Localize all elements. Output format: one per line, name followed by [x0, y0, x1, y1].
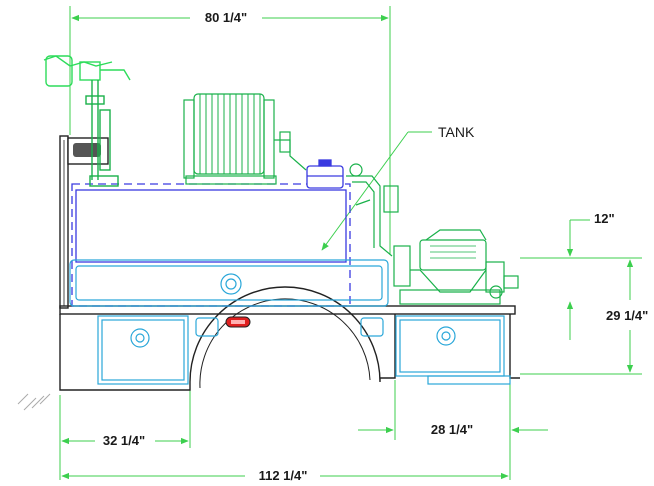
dim-right-offset: 28 1/4"	[358, 422, 548, 437]
flatbed-deck	[59, 305, 516, 315]
toolbox-upper-frame	[69, 259, 389, 307]
step-brackets	[195, 317, 384, 337]
pump-plumbing	[346, 163, 411, 287]
dim-top-width-label: 80 1/4"	[205, 10, 247, 25]
extension-lines	[59, 6, 642, 480]
side-toolbox-upper	[69, 259, 389, 307]
dim-overall-length-label: 112 1/4"	[259, 468, 308, 483]
lower-frame	[59, 286, 396, 391]
tank-outline-dashed	[71, 183, 351, 307]
tail-light	[225, 316, 251, 328]
dim-height-right-label: 29 1/4"	[606, 308, 648, 323]
dim-right-offset-label: 28 1/4"	[431, 422, 473, 437]
toolbox-right-latch	[436, 326, 456, 346]
spray-nozzle	[43, 55, 131, 187]
toolbox-right-frame	[395, 315, 505, 377]
engine-pump	[399, 229, 519, 305]
hose-reel	[183, 93, 307, 185]
truck-body	[59, 135, 520, 391]
water-tank	[71, 159, 351, 307]
dim-left-offset-label: 32 1/4"	[103, 433, 145, 448]
underbody-toolbox-right	[395, 315, 511, 385]
dim-clearance: 12"	[566, 211, 615, 340]
dim-left-offset: 32 1/4"	[61, 433, 189, 448]
dim-top-width: 80 1/4"	[71, 10, 389, 25]
dim-height-right: 29 1/4"	[606, 259, 648, 373]
dim-overall-length: 112 1/4"	[61, 468, 509, 483]
front-marker	[67, 137, 109, 165]
tank-callout: TANK	[321, 124, 475, 251]
dim-clearance-label: 12"	[594, 211, 615, 226]
headache-rack	[59, 135, 69, 309]
underbody-toolbox-left	[97, 315, 189, 385]
ground-hatch	[17, 393, 51, 411]
toolbox-left-frame	[97, 315, 189, 385]
toolbox-left-latch	[130, 328, 150, 348]
tank-cap	[306, 165, 344, 189]
tank-label: TANK	[438, 124, 475, 140]
tank-upper	[75, 189, 347, 263]
toolbox-upper-latch	[220, 273, 242, 295]
